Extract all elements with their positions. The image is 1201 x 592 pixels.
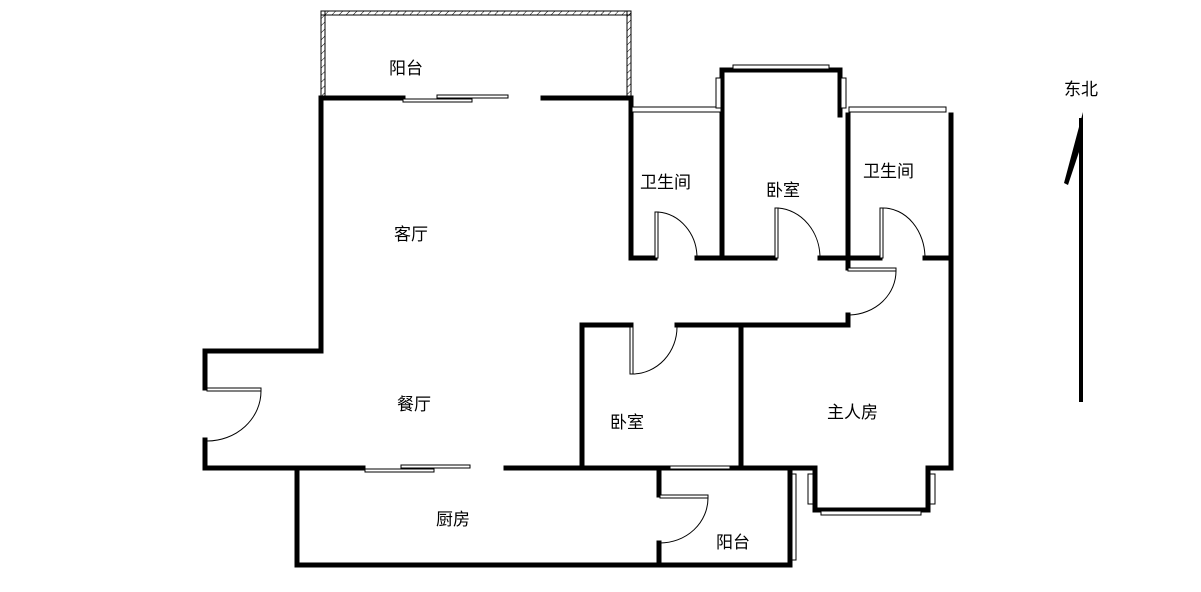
room-label-balcony-top: 阳台 — [389, 59, 423, 79]
compass-label: 东北 — [1064, 80, 1098, 100]
room-label-bedroom-north: 卧室 — [766, 181, 800, 201]
room-label-bedroom-south: 卧室 — [610, 413, 644, 433]
windows — [631, 64, 947, 561]
room-label-bathroom-1: 卫生间 — [640, 173, 691, 193]
sliding-doors — [364, 94, 509, 473]
walls — [202, 67, 954, 568]
room-label-bathroom-2: 卫生间 — [863, 162, 914, 182]
balcony-parapet — [320, 10, 632, 99]
room-label-kitchen: 厨房 — [436, 510, 470, 530]
room-label-dining-room: 餐厅 — [397, 395, 431, 415]
north-arrow-icon — [1064, 112, 1083, 402]
room-label-balcony-bottom: 阳台 — [716, 533, 750, 553]
swing-doors — [206, 207, 926, 544]
room-label-living-room: 客厅 — [394, 225, 428, 245]
room-label-master-bedroom: 主人房 — [827, 403, 878, 423]
